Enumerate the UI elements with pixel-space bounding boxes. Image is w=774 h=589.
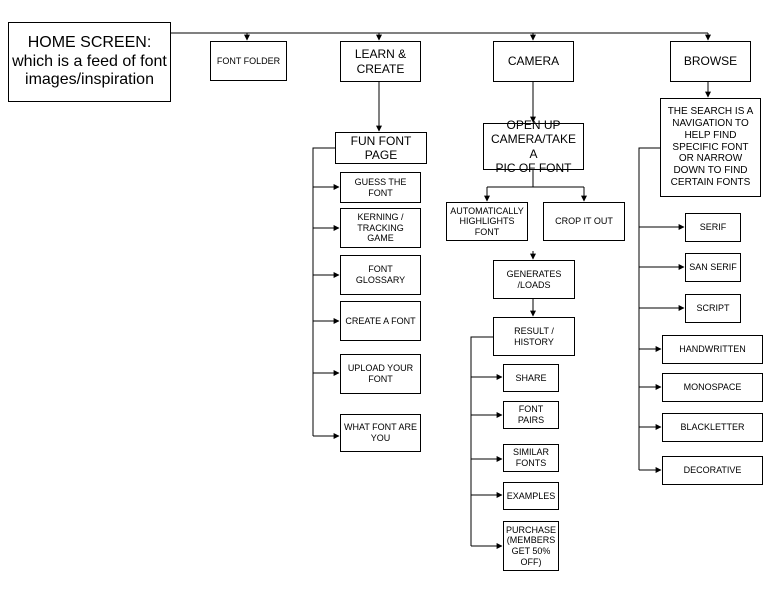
handwritten-box: HANDWRITTEN xyxy=(662,335,763,364)
san-serif-label: SAN SERIF xyxy=(689,262,737,273)
serif-label: SERIF xyxy=(699,222,727,233)
monospace-label: MONOSPACE xyxy=(683,382,742,393)
open-camera-split xyxy=(487,169,584,188)
search-trunk xyxy=(638,147,660,470)
script-box: SCRIPT xyxy=(685,294,741,323)
kerning-game-box: KERNING / TRACKING GAME xyxy=(340,208,421,248)
font-folder-box: FONT FOLDER xyxy=(210,41,287,81)
serif-box: SERIF xyxy=(685,213,741,242)
handwritten-label: HANDWRITTEN xyxy=(679,344,746,355)
learn-create-box: LEARN & CREATE xyxy=(340,41,421,82)
fun-font-page-label: FUN FONT PAGE xyxy=(350,133,412,162)
upload-font-box: UPLOAD YOUR FONT xyxy=(340,354,421,394)
home-screen-label: HOME SCREEN: which is a feed of font ima… xyxy=(12,33,167,89)
font-pairs-label: FONT PAIRS xyxy=(517,404,545,425)
search-navigation-box: THE SEARCH IS A NAVIGATION TO HELP FIND … xyxy=(660,98,761,197)
open-camera-box: OPEN UP CAMERA/TAKE A PIC OF FONT xyxy=(483,118,584,175)
generates-label: GENERATES /LOADS xyxy=(506,268,562,290)
similar-fonts-label: SIMILAR FONTS xyxy=(512,447,549,468)
kerning-game-label: KERNING / TRACKING GAME xyxy=(357,212,404,244)
guess-font-label: GUESS THE FONT xyxy=(354,176,407,198)
crop-label: CROP IT OUT xyxy=(555,216,613,227)
create-font-label: CREATE A FONT xyxy=(345,315,416,326)
result-trunk xyxy=(470,336,493,546)
auto-highlight-box: AUTOMATICALLY HIGHLIGHTS FONT xyxy=(446,202,528,241)
purchase-box: PURCHASE (MEMBERS GET 50% OFF) xyxy=(503,521,559,571)
crop-box: CROP IT OUT xyxy=(543,202,625,241)
search-navigation-label: THE SEARCH IS A NAVIGATION TO HELP FIND … xyxy=(667,106,754,188)
camera-label: CAMERA xyxy=(507,54,560,69)
browse-box: BROWSE xyxy=(670,41,751,82)
fun-font-page-box: FUN FONT PAGE xyxy=(335,132,427,164)
blackletter-box: BLACKLETTER xyxy=(662,413,763,442)
learn-create-label: LEARN & CREATE xyxy=(354,47,407,76)
camera-box: CAMERA xyxy=(493,41,574,82)
share-box: SHARE xyxy=(503,364,559,392)
share-label: SHARE xyxy=(515,372,547,383)
font-glossary-box: FONT GLOSSARY xyxy=(340,255,421,295)
purchase-label: PURCHASE (MEMBERS GET 50% OFF) xyxy=(506,524,557,567)
auto-highlight-label: AUTOMATICALLY HIGHLIGHTS FONT xyxy=(450,205,524,237)
font-glossary-label: FONT GLOSSARY xyxy=(355,264,406,285)
open-camera-label: OPEN UP CAMERA/TAKE A PIC OF FONT xyxy=(490,118,577,175)
create-font-box: CREATE A FONT xyxy=(340,301,421,341)
fun-font-trunk xyxy=(312,147,335,436)
browse-label: BROWSE xyxy=(683,54,738,69)
upload-font-label: UPLOAD YOUR FONT xyxy=(347,363,414,384)
examples-box: EXAMPLES xyxy=(503,482,559,510)
generates-box: GENERATES /LOADS xyxy=(493,260,575,299)
blackletter-label: BLACKLETTER xyxy=(680,422,745,433)
decorative-label: DECORATIVE xyxy=(683,465,742,476)
what-font-box: WHAT FONT ARE YOU xyxy=(340,414,421,452)
home-screen-box: HOME SCREEN: which is a feed of font ima… xyxy=(8,22,171,102)
what-font-label: WHAT FONT ARE YOU xyxy=(343,422,417,443)
font-pairs-box: FONT PAIRS xyxy=(503,401,559,429)
script-label: SCRIPT xyxy=(696,303,730,314)
examples-label: EXAMPLES xyxy=(506,490,556,501)
result-history-box: RESULT / HISTORY xyxy=(493,317,575,356)
similar-fonts-box: SIMILAR FONTS xyxy=(503,444,559,472)
result-history-label: RESULT / HISTORY xyxy=(514,325,554,347)
san-serif-box: SAN SERIF xyxy=(685,253,741,282)
monospace-box: MONOSPACE xyxy=(662,373,763,402)
font-folder-label: FONT FOLDER xyxy=(216,55,281,66)
decorative-box: DECORATIVE xyxy=(662,456,763,485)
guess-font-box: GUESS THE FONT xyxy=(340,172,421,203)
